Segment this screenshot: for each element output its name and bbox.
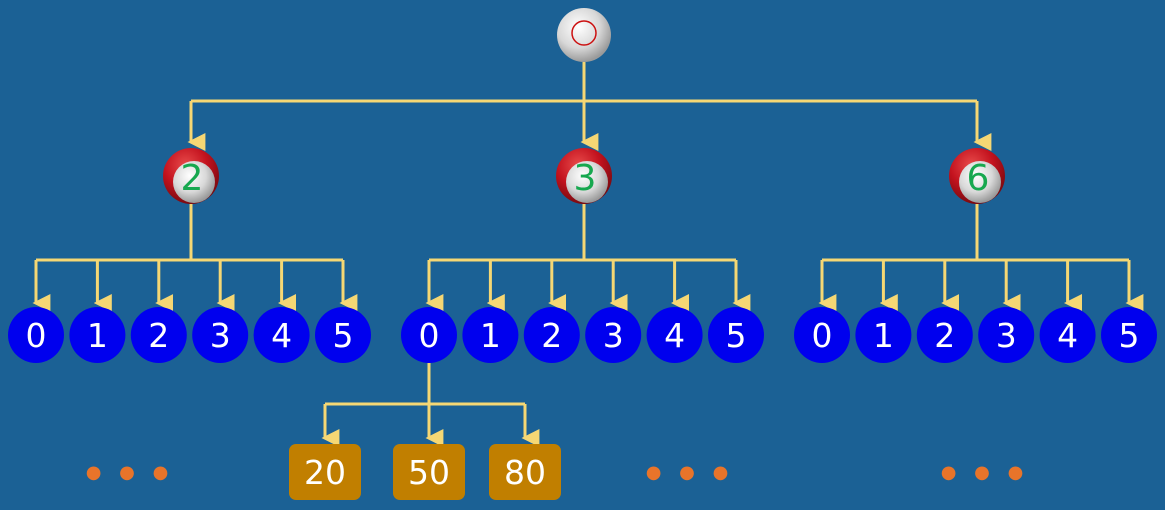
level2-node: 4 [1039,307,1096,363]
level2-label: 1 [87,316,108,355]
level2-ball [69,307,126,363]
level2-ball [401,307,457,363]
level2-node: 1 [855,307,912,363]
level2-ball [978,307,1035,363]
level2-label: 3 [996,316,1017,355]
level1-ball-face [959,161,1001,203]
level2-label: 3 [603,316,624,355]
level2-node: 0 [794,307,850,363]
level2-ball [794,307,850,363]
leaf-label: 80 [504,453,546,492]
leaf-node: 20 [289,444,361,500]
level2-ball [1039,307,1096,363]
level2-ball [462,307,519,363]
ellipsis: ● ● ● [86,462,175,483]
level2-ball [253,307,310,363]
level2-ball [192,307,249,363]
level2-node: 4 [253,307,310,363]
level2-label: 5 [726,316,747,355]
ellipsis-text: ● ● ● [86,462,175,483]
level2-ball [8,307,64,363]
level2-label: 2 [541,316,562,355]
leaf-box [489,444,561,500]
ellipsis: ● ● ● [646,462,735,483]
level2-node: 0 [401,307,457,363]
root-ball [557,8,611,62]
level2-label: 5 [333,316,354,355]
level1-node: 2 [163,148,219,204]
level1-ball-face [566,161,608,203]
level1-label: 3 [574,158,597,199]
level2-label: 4 [664,316,685,355]
level2-node: 1 [69,307,126,363]
level2-ball [916,307,973,363]
level2-node: 5 [708,307,764,363]
leaf-box [393,444,465,500]
level1-label: 2 [181,158,204,199]
level2-node: 1 [462,307,519,363]
level2-node: 3 [192,307,249,363]
level2-node: 2 [916,307,973,363]
leaf-box [289,444,361,500]
level1-ball-face [173,161,215,203]
level2-label: 2 [148,316,169,355]
level2-node: 2 [130,307,187,363]
level2-node: 2 [523,307,580,363]
level2-label: 5 [1119,316,1140,355]
level2-label: 3 [210,316,231,355]
ellipsis-text: ● ● ● [941,462,1030,483]
ellipsis: ● ● ● [941,462,1030,483]
leaf-label: 50 [408,453,450,492]
level2-node: 3 [585,307,642,363]
level1-node: 6 [949,148,1005,204]
level2-label: 0 [26,316,47,355]
circle-mark-icon [571,20,597,46]
root-node [557,8,611,62]
leaf-label: 20 [304,453,346,492]
connector-lines [32,62,1144,447]
level2-ball [646,307,703,363]
level2-ball [1101,307,1157,363]
ellipsis-text: ● ● ● [646,462,735,483]
level2-label: 0 [812,316,833,355]
leaf-node: 50 [393,444,465,500]
level2-node: 3 [978,307,1035,363]
level2-node: 5 [1101,307,1157,363]
level2-label: 2 [934,316,955,355]
level2-node: 4 [646,307,703,363]
level2-ball [855,307,912,363]
level2-ball [708,307,764,363]
level2-label: 0 [419,316,440,355]
leaf-node: 80 [489,444,561,500]
level2-label: 1 [480,316,501,355]
level2-node: 0 [8,307,64,363]
level2-node: 5 [315,307,371,363]
level2-label: 1 [873,316,894,355]
level1-label: 6 [967,158,990,199]
level2-label: 4 [1057,316,1078,355]
level2-ball [523,307,580,363]
level2-ball [130,307,187,363]
level2-ball [585,307,642,363]
level1-node: 3 [556,148,612,204]
level2-ball [315,307,371,363]
level2-label: 4 [271,316,292,355]
